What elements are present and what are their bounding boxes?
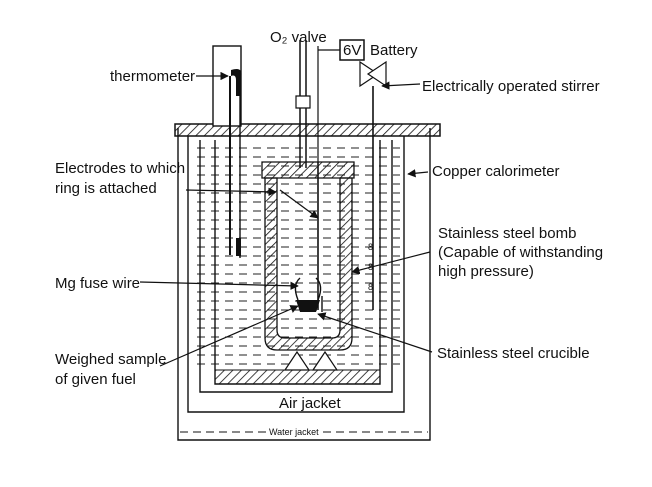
label-water-jacket: Water jacket xyxy=(269,427,319,437)
label-bomb-line1: Stainless steel bomb xyxy=(438,225,576,242)
label-sample-line1: Weighed sample xyxy=(55,351,166,368)
label-o2-valve: O₂ valve xyxy=(270,29,327,46)
label-mg-fuse: Mg fuse wire xyxy=(55,275,140,292)
label-stirrer: Electrically operated stirrer xyxy=(422,78,600,95)
label-electrodes-line1: Electrodes to which xyxy=(55,160,185,177)
label-bomb-line3: high pressure) xyxy=(438,263,534,280)
leader-stirrer xyxy=(382,84,420,86)
label-bomb-line2: (Capable of withstanding xyxy=(438,244,603,261)
label-battery-voltage: 6V xyxy=(343,42,361,59)
label-electrodes-line2: ring is attached xyxy=(55,180,157,197)
stirrer-blade-marks-3: 8 xyxy=(368,282,373,292)
label-sample-line2: of given fuel xyxy=(55,371,136,388)
label-air-jacket: Air jacket xyxy=(279,395,342,412)
label-battery: Battery xyxy=(370,42,418,59)
label-thermometer: thermometer xyxy=(110,68,195,85)
leader-copper xyxy=(408,172,428,174)
stainless-steel-bomb xyxy=(262,162,354,370)
label-crucible: Stainless steel crucible xyxy=(437,345,590,362)
label-copper-calorimeter: Copper calorimeter xyxy=(432,163,560,180)
stirrer-blade-marks: 8 xyxy=(368,242,373,252)
